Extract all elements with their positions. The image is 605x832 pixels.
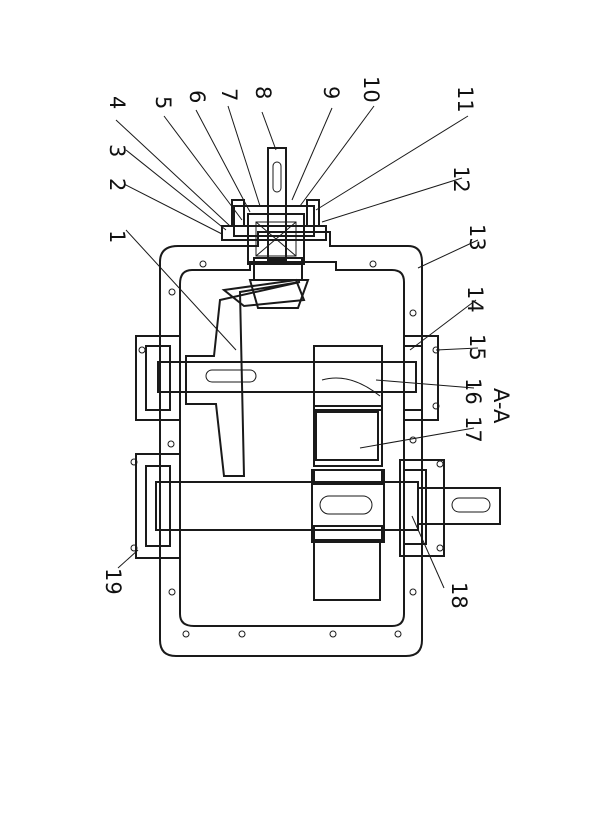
label-12: 12 bbox=[449, 166, 473, 193]
output-shaft bbox=[155, 481, 419, 531]
label-8: 8 bbox=[251, 86, 275, 99]
right-bearing-cap-lower bbox=[399, 459, 445, 557]
gearbox-housing bbox=[159, 231, 423, 657]
leader-lines bbox=[115, 105, 479, 589]
large-spur-gear bbox=[313, 409, 383, 467]
label-15: 15 bbox=[465, 334, 489, 361]
output-keyway bbox=[451, 497, 491, 513]
housing-bolts bbox=[167, 260, 417, 638]
label-18: 18 bbox=[447, 582, 471, 609]
label-13: 13 bbox=[465, 224, 489, 251]
label-1: 1 bbox=[105, 230, 129, 243]
left-bearing-cap-lower bbox=[135, 453, 181, 559]
label-6: 6 bbox=[185, 90, 209, 103]
label-14: 14 bbox=[463, 286, 487, 313]
bevel-pinion bbox=[248, 279, 310, 309]
cap-bolt-right bbox=[306, 199, 320, 227]
label-4: 4 bbox=[105, 96, 129, 109]
middle-shaft bbox=[157, 361, 417, 393]
label-19: 19 bbox=[101, 568, 125, 595]
label-5: 5 bbox=[151, 96, 175, 109]
output-gear-keyway bbox=[319, 495, 373, 515]
part-labels: 1 2 3 4 5 6 7 8 9 10 11 12 13 14 15 16 1… bbox=[101, 76, 513, 609]
cap-bolt-left bbox=[231, 199, 245, 227]
label-11: 11 bbox=[453, 86, 477, 113]
left-bearing-cap-upper bbox=[135, 335, 181, 421]
label-17: 17 bbox=[461, 416, 485, 443]
input-shaft-assembly bbox=[221, 147, 327, 309]
label-16: 16 bbox=[461, 378, 485, 405]
middle-spur-gear bbox=[313, 345, 383, 411]
shaft-keyway bbox=[272, 161, 282, 193]
output-shaft-end bbox=[417, 487, 501, 525]
label-7: 7 bbox=[217, 88, 241, 101]
label-2: 2 bbox=[105, 178, 129, 191]
section-label: A-A bbox=[489, 388, 513, 424]
bevel-gear bbox=[185, 278, 306, 477]
label-3: 3 bbox=[105, 144, 129, 157]
middle-shaft-assembly bbox=[135, 335, 440, 421]
middle-shaft-keyway bbox=[205, 369, 257, 383]
input-shaft bbox=[267, 147, 287, 261]
output-shaft-assembly bbox=[130, 453, 501, 601]
output-spur-gear bbox=[311, 469, 385, 543]
label-10: 10 bbox=[359, 76, 383, 103]
output-gear-body bbox=[313, 541, 381, 601]
label-9: 9 bbox=[319, 86, 343, 99]
